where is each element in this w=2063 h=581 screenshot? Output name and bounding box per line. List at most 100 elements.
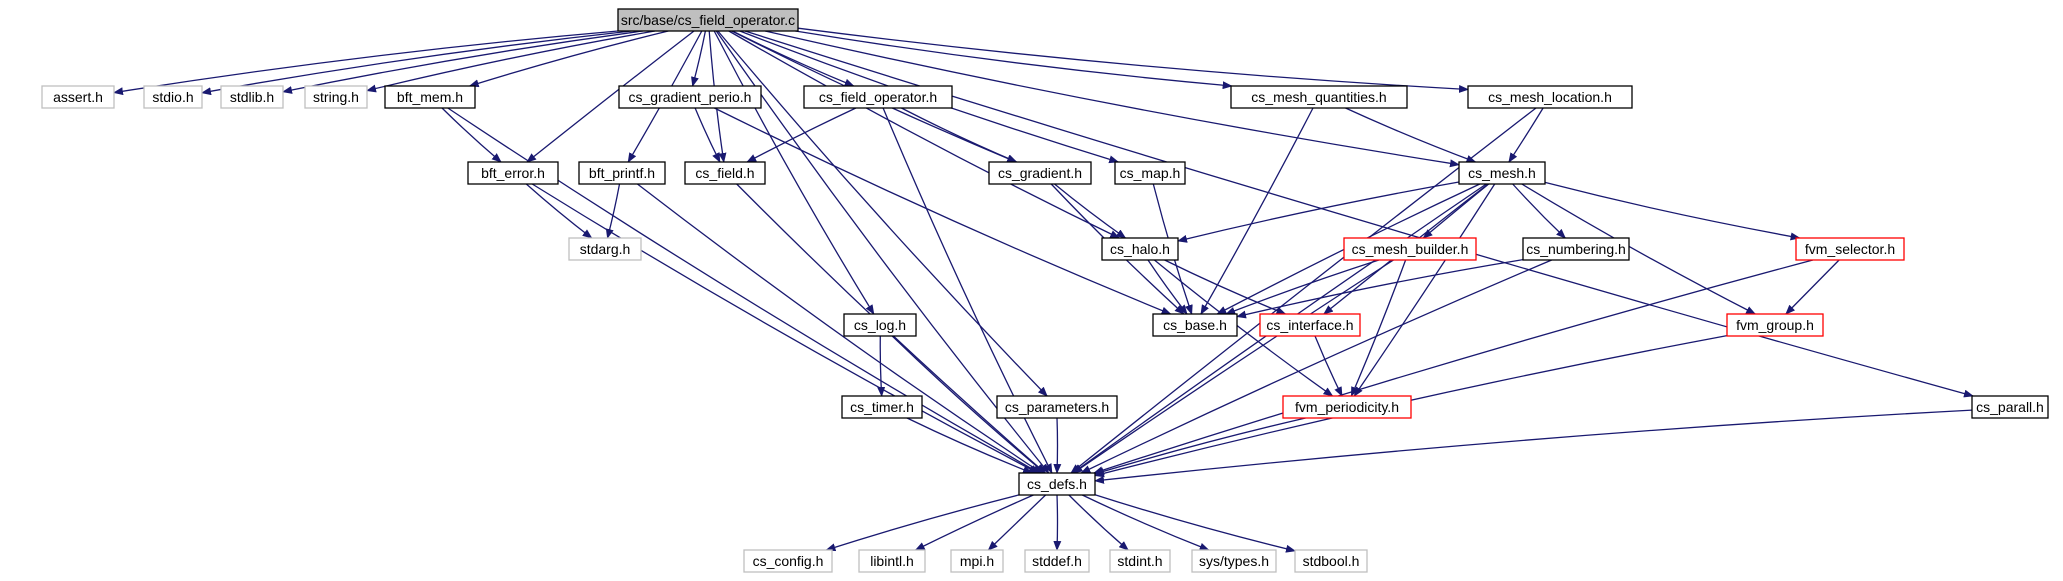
- node-cs-mesh-quantities[interactable]: cs_mesh_quantities.h: [1230, 85, 1408, 109]
- node-box: [467, 161, 559, 185]
- edge-cs_numbering-to-cs_defs: [1080, 259, 1552, 474]
- edge-cs_mesh_location-to-cs_defs: [1070, 107, 1537, 474]
- node-libintl: libintl.h: [858, 549, 926, 573]
- node-fvm-periodicity[interactable]: fvm_periodicity.h: [1282, 395, 1412, 419]
- node-cs-parameters[interactable]: cs_parameters.h: [996, 395, 1118, 419]
- node-label: cs_parall.h: [1976, 399, 2044, 415]
- edge-cs_gradient-to-cs_halo: [1054, 183, 1127, 239]
- edge-cs_mesh-to-cs_halo: [1177, 181, 1460, 243]
- edge-cs_halo-to-fvm_periodicity: [1153, 259, 1334, 397]
- node-cs-gradient[interactable]: cs_gradient.h: [988, 161, 1092, 185]
- node-box: [220, 85, 284, 109]
- node-cs-gradient-perio[interactable]: cs_gradient_perio.h: [618, 85, 762, 109]
- node-label: cs_gradient_perio.h: [629, 89, 752, 105]
- edge-cs_mesh_builder-to-fvm_periodicity: [1350, 259, 1407, 397]
- node-label: stdarg.h: [580, 241, 631, 257]
- node-label: cs_base.h: [1163, 317, 1227, 333]
- node-box: [304, 85, 368, 109]
- node-cs-field[interactable]: cs_field.h: [684, 161, 766, 185]
- node-label: mpi.h: [960, 553, 994, 569]
- node-label: bft_printf.h: [589, 165, 655, 181]
- node-box: [617, 8, 799, 32]
- node-label: stdbool.h: [1303, 553, 1360, 569]
- node-cs-log[interactable]: cs_log.h: [843, 313, 917, 337]
- edge-root-to-bft_error: [526, 30, 695, 163]
- node-fvm-selector[interactable]: fvm_selector.h: [1795, 237, 1905, 261]
- node-label: cs_log.h: [854, 317, 906, 333]
- node-box: [618, 85, 762, 109]
- node-cs-field-operator[interactable]: cs_field_operator.h: [803, 85, 953, 109]
- node-box: [1018, 472, 1096, 496]
- node-label: src/base/cs_field_operator.c: [621, 12, 795, 28]
- edge-cs_field_operator-to-cs_gradient: [901, 107, 1018, 163]
- node-label: stdlib.h: [230, 89, 274, 105]
- node-label: cs_mesh_quantities.h: [1251, 89, 1386, 105]
- node-box: [568, 237, 642, 261]
- edge-cs_log-to-cs_timer: [877, 335, 886, 397]
- node-cs-defs[interactable]: cs_defs.h: [1018, 472, 1096, 496]
- edge-root-to-stdlib: [282, 30, 643, 94]
- node-cs-halo[interactable]: cs_halo.h: [1101, 237, 1179, 261]
- node-bft-mem[interactable]: bft_mem.h: [384, 85, 476, 109]
- edge-cs_mesh-to-cs_numbering: [1512, 183, 1567, 239]
- node-box: [950, 549, 1004, 573]
- node-cs-mesh[interactable]: cs_mesh.h: [1458, 161, 1546, 185]
- node-cs-mesh-builder[interactable]: cs_mesh_builder.h: [1343, 237, 1477, 261]
- edge-cs_log-to-cs_defs: [891, 335, 1046, 474]
- edge-cs_halo-to-cs_base: [1147, 259, 1188, 315]
- node-cs-numbering[interactable]: cs_numbering.h: [1522, 237, 1630, 261]
- node-label: assert.h: [53, 89, 103, 105]
- edge-cs_gradient_perio-to-cs_field: [694, 107, 721, 163]
- node-label: string.h: [313, 89, 359, 105]
- node-box: [1522, 237, 1630, 261]
- node-cs-parall[interactable]: cs_parall.h: [1971, 395, 2049, 419]
- node-label: stdint.h: [1117, 553, 1162, 569]
- node-label: cs_mesh.h: [1468, 165, 1536, 181]
- node-box: [1467, 85, 1633, 109]
- node-label: cs_timer.h: [850, 399, 914, 415]
- edge-cs_field_operator-to-cs_field: [746, 107, 857, 163]
- node-box: [1114, 161, 1186, 185]
- node-stdint: stdint.h: [1109, 549, 1171, 573]
- node-label: cs_mesh_builder.h: [1352, 241, 1469, 257]
- edge-fvm_selector-to-fvm_group: [1785, 259, 1840, 315]
- node-label: stddef.h: [1032, 553, 1082, 569]
- node-bft-error[interactable]: bft_error.h: [467, 161, 559, 185]
- node-box: [1152, 313, 1238, 337]
- node-bft-printf[interactable]: bft_printf.h: [578, 161, 666, 185]
- node-cs-mesh-location[interactable]: cs_mesh_location.h: [1467, 85, 1633, 109]
- node-mpi: mpi.h: [950, 549, 1004, 573]
- edge-fvm_periodicity-to-cs_defs: [1094, 417, 1306, 476]
- edge-root-to-cs_parameters: [717, 30, 1048, 397]
- node-cs-timer[interactable]: cs_timer.h: [841, 395, 923, 419]
- edge-cs_interface-to-fvm_periodicity: [1314, 335, 1343, 397]
- node-box: [1282, 395, 1412, 419]
- node-cs-interface[interactable]: cs_interface.h: [1259, 313, 1361, 337]
- node-stddef: stddef.h: [1024, 549, 1090, 573]
- node-root[interactable]: src/base/cs_field_operator.c: [617, 8, 799, 32]
- edge-root-to-assert: [113, 30, 619, 96]
- node-label: bft_mem.h: [397, 89, 463, 105]
- node-box: [858, 549, 926, 573]
- edge-fvm_group-to-cs_defs: [1094, 334, 1728, 478]
- node-label: fvm_group.h: [1736, 317, 1814, 333]
- node-cs-map[interactable]: cs_map.h: [1114, 161, 1186, 185]
- edge-cs_mesh_quantities-to-cs_mesh: [1345, 107, 1477, 163]
- node-box: [1971, 395, 2049, 419]
- edge-cs_timer-to-cs_defs: [906, 417, 1033, 474]
- edge-cs_defs-to-stdbool: [1094, 494, 1296, 553]
- node-box: [41, 85, 115, 109]
- node-box: [988, 161, 1092, 185]
- edge-cs_mesh_quantities-to-cs_base: [1200, 107, 1314, 315]
- node-fvm-group[interactable]: fvm_group.h: [1726, 313, 1824, 337]
- edge-root-to-cs_mesh: [764, 30, 1460, 168]
- edge-cs_mesh-to-fvm_group: [1521, 183, 1757, 315]
- node-box: [803, 85, 953, 109]
- node-box: [1294, 549, 1368, 573]
- node-label: libintl.h: [870, 553, 914, 569]
- node-box: [841, 395, 923, 419]
- node-cs-base[interactable]: cs_base.h: [1152, 313, 1238, 337]
- edge-cs_mesh_builder-to-cs_defs: [1072, 259, 1394, 474]
- node-box: [743, 549, 833, 573]
